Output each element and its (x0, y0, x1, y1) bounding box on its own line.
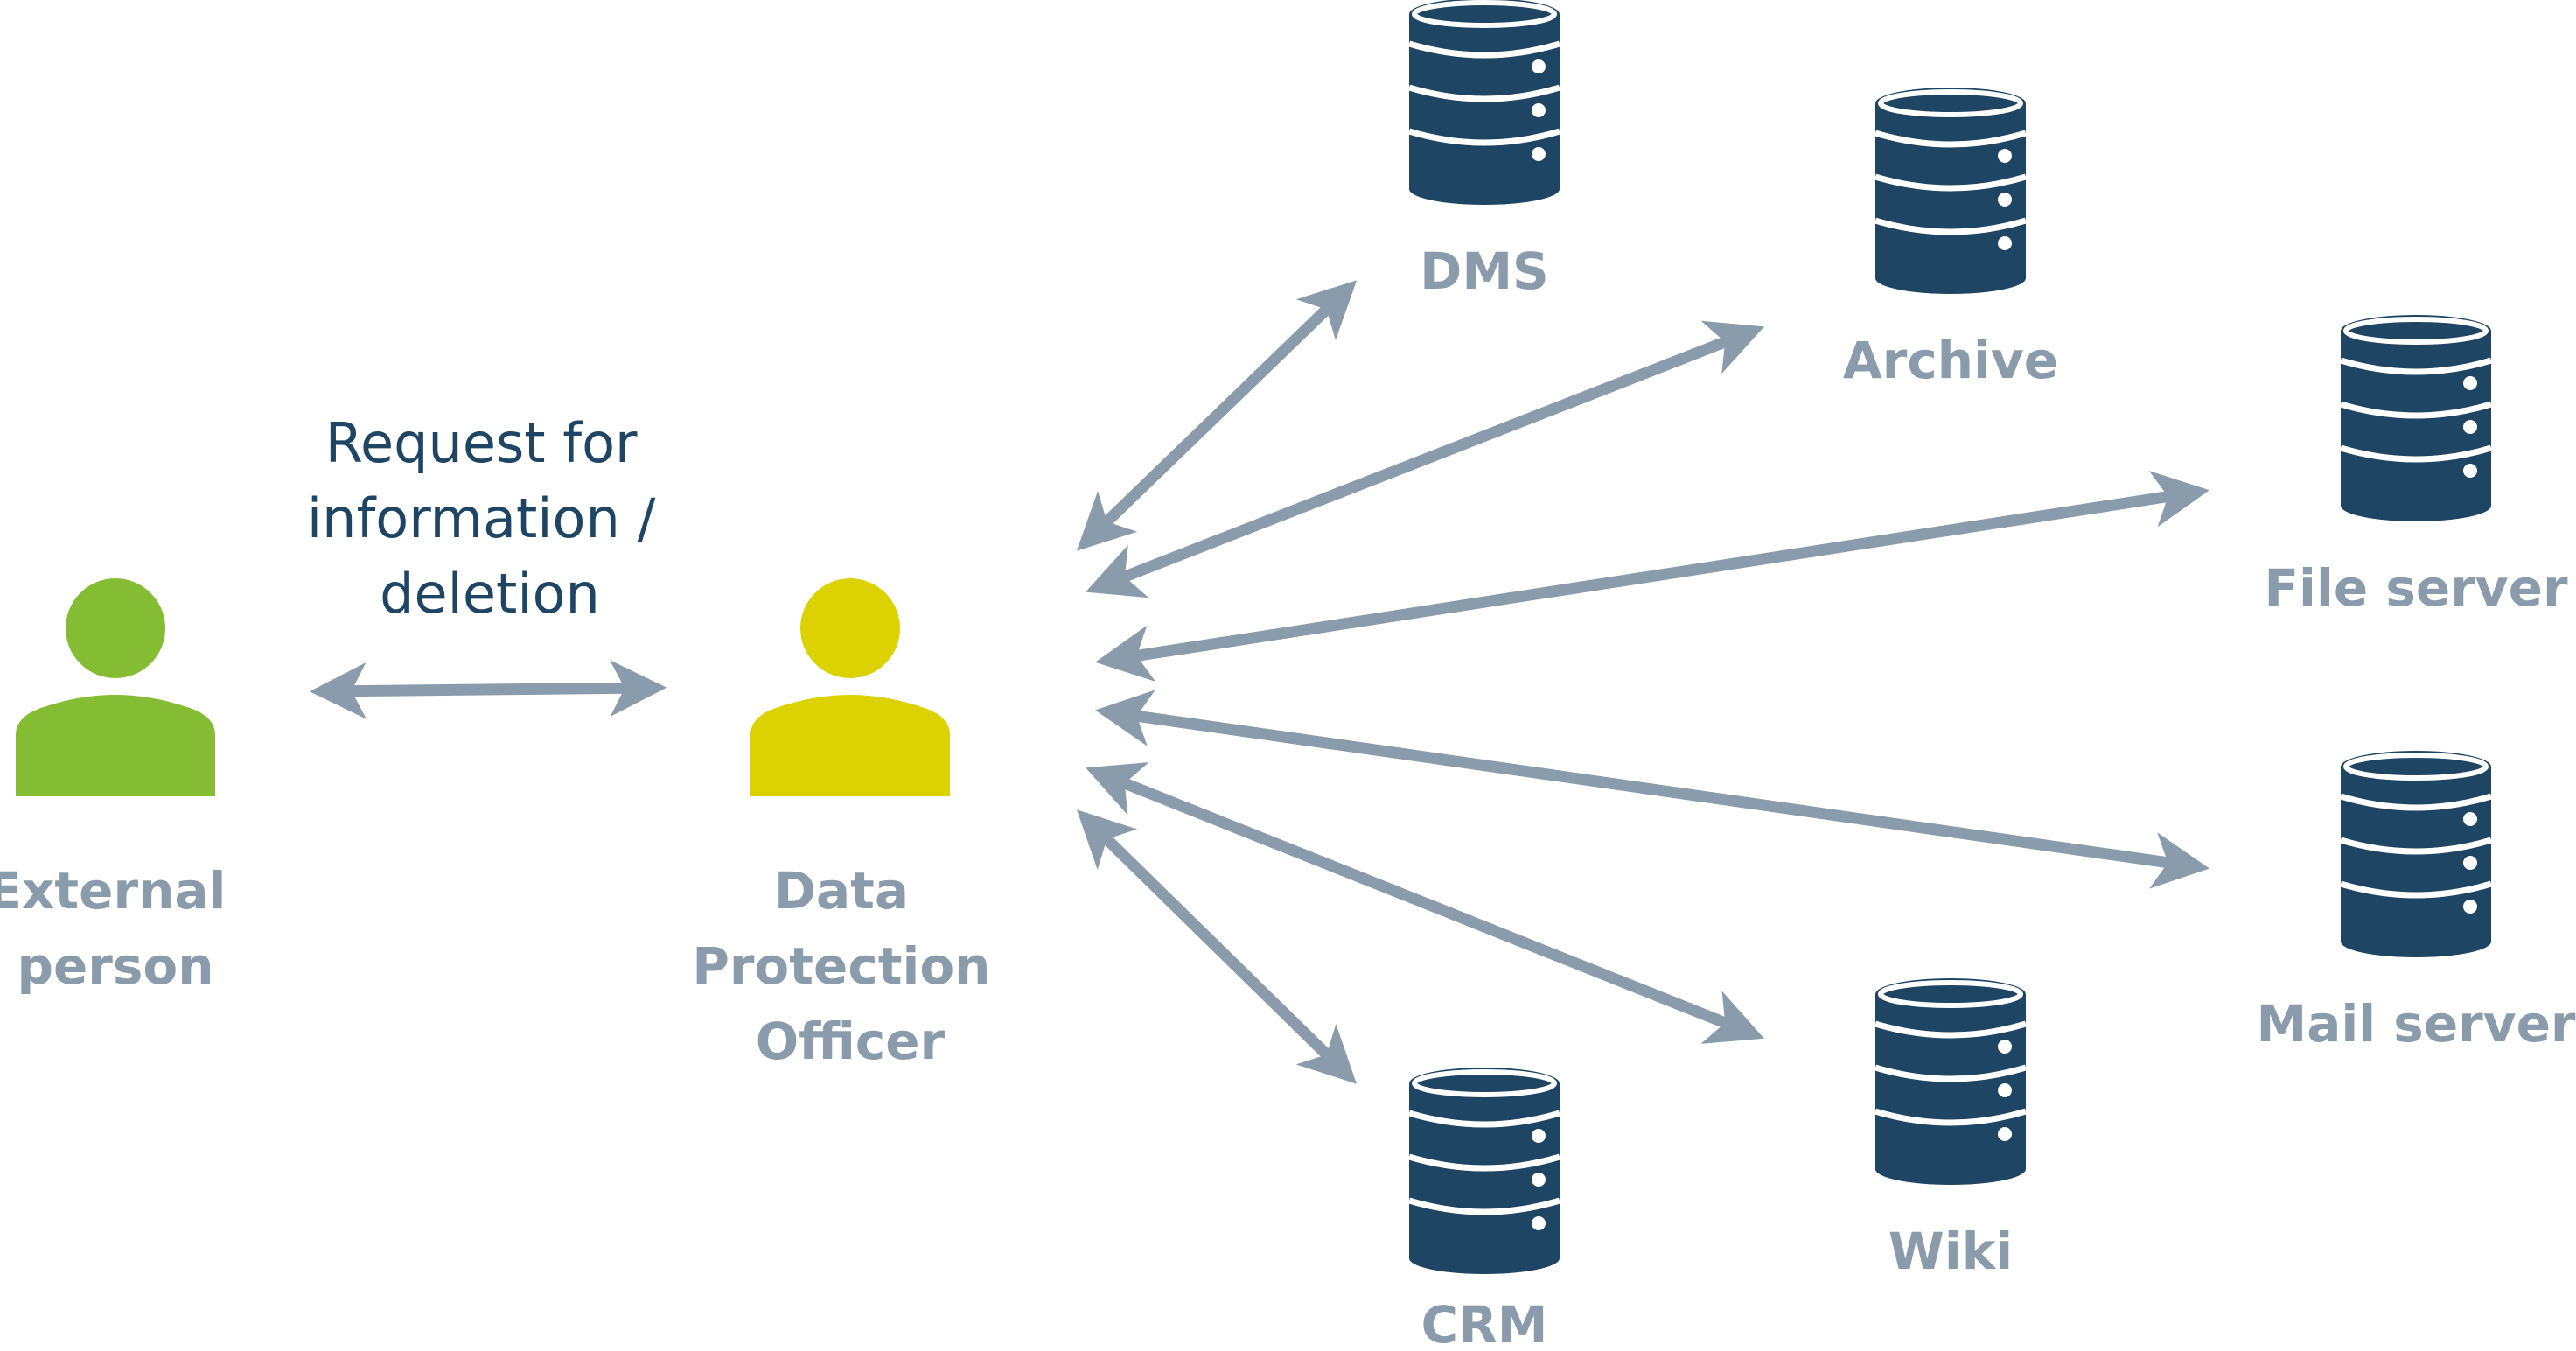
database-icon (1409, 1068, 1560, 1274)
database-icon (1409, 0, 1560, 205)
system-label-archive: Archive (1843, 331, 2058, 390)
system-label-wiki: Wiki (1888, 1222, 2013, 1281)
request-arrow (309, 660, 667, 719)
officer-label: Data Protection Officer (692, 861, 1008, 1071)
system-wiki: Wiki (1875, 978, 2026, 1281)
database-icon (2341, 315, 2491, 522)
person-icon (750, 578, 950, 796)
system-label-file-server: File server (2264, 558, 2568, 618)
system-dms: DMS (1409, 0, 1560, 301)
request-label: Request for information / deletion (307, 411, 673, 626)
system-label-crm: CRM (1421, 1295, 1548, 1351)
system-file-server: File server (2264, 315, 2568, 618)
arrow-crm (1076, 809, 1358, 1084)
database-icon (1875, 88, 2026, 294)
data-protection-officer: Data Protection Officer (692, 578, 1008, 1071)
system-crm: CRM (1409, 1068, 1560, 1351)
arrow-wiki (1086, 762, 1764, 1044)
system-label-mail-server: Mail server (2256, 994, 2575, 1054)
system-mail-server: Mail server (2256, 751, 2576, 1054)
system-archive: Archive (1843, 88, 2058, 390)
database-icon (2341, 751, 2491, 957)
person-icon (16, 578, 215, 796)
arrows (309, 280, 2210, 1084)
system-label-dms: DMS (1420, 242, 1549, 301)
database-icon (1875, 978, 2026, 1185)
arrow-file-server (1095, 471, 2209, 682)
external-person-label: External person (0, 861, 244, 996)
external-person: External person (0, 578, 244, 996)
arrow-archive (1086, 320, 1764, 598)
